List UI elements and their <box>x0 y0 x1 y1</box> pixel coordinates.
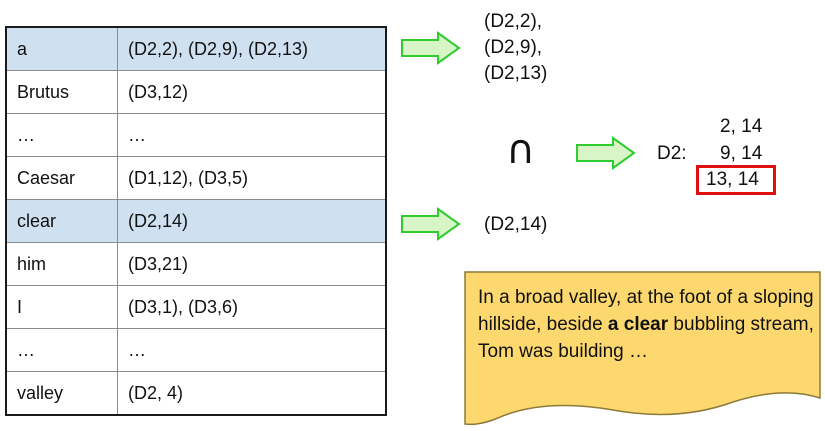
position-pair: 2, 14 <box>720 116 763 137</box>
index-term: clear <box>5 199 118 243</box>
index-term: Caesar <box>5 156 118 200</box>
arrow-right-icon <box>576 136 636 170</box>
inverted-index-table: a(D2,2), (D2,9), (D2,13)Brutus(D3,12)……C… <box>5 26 387 416</box>
index-term: … <box>5 328 118 372</box>
index-row: clear(D2,14) <box>5 199 387 243</box>
index-table-body: a(D2,2), (D2,9), (D2,13)Brutus(D3,12)……C… <box>5 26 387 416</box>
index-row: Caesar(D1,12), (D3,5) <box>5 156 387 200</box>
intersection-symbol: ∩ <box>506 127 536 173</box>
index-postings: (D2,2), (D2,9), (D2,13) <box>117 26 387 71</box>
index-postings: (D2, 4) <box>117 371 387 416</box>
position-pair: 9, 14 <box>720 143 763 164</box>
index-postings: (D3,21) <box>117 242 387 286</box>
index-row: him(D3,21) <box>5 242 387 286</box>
postings-result-a: (D2,2), (D2,9), (D2,13) <box>484 9 547 87</box>
document-note-shape <box>464 271 821 426</box>
index-row: …… <box>5 328 387 372</box>
index-postings: … <box>117 113 387 157</box>
match-highlight-box <box>696 165 776 195</box>
index-term: I <box>5 285 118 329</box>
postings-result-clear: (D2,14) <box>484 214 548 235</box>
doc-label: D2: <box>657 143 687 164</box>
index-term: … <box>5 113 118 157</box>
index-term: valley <box>5 371 118 416</box>
index-postings: (D3,12) <box>117 70 387 114</box>
index-row: valley(D2, 4) <box>5 371 387 416</box>
index-term: him <box>5 242 118 286</box>
note-text-bold: a clear <box>607 314 669 335</box>
posting-entry: (D2,2), <box>484 11 543 32</box>
posting-entry: (D2,13) <box>484 63 548 84</box>
index-postings: (D1,12), (D3,5) <box>117 156 387 200</box>
index-postings: (D2,14) <box>117 199 387 243</box>
note-text-end: bubbling stream, Tom was building … <box>478 314 814 362</box>
index-row: …… <box>5 113 387 157</box>
arrow-right-icon <box>401 207 461 241</box>
arrow-right-icon <box>401 31 461 65</box>
document-text: In a broad valley, at the foot of a slop… <box>478 284 823 365</box>
index-row: I(D3,1), (D3,6) <box>5 285 387 329</box>
index-term: a <box>5 26 118 71</box>
index-postings: … <box>117 328 387 372</box>
posting-entry: (D2,9), <box>484 37 543 58</box>
index-postings: (D3,1), (D3,6) <box>117 285 387 329</box>
index-row: Brutus(D3,12) <box>5 70 387 114</box>
position-pair-match: 13, 14 <box>706 169 759 190</box>
index-term: Brutus <box>5 70 118 114</box>
index-row: a(D2,2), (D2,9), (D2,13) <box>5 26 387 71</box>
note-text-start: In a broad valley, at the foot of a slop… <box>478 287 814 335</box>
